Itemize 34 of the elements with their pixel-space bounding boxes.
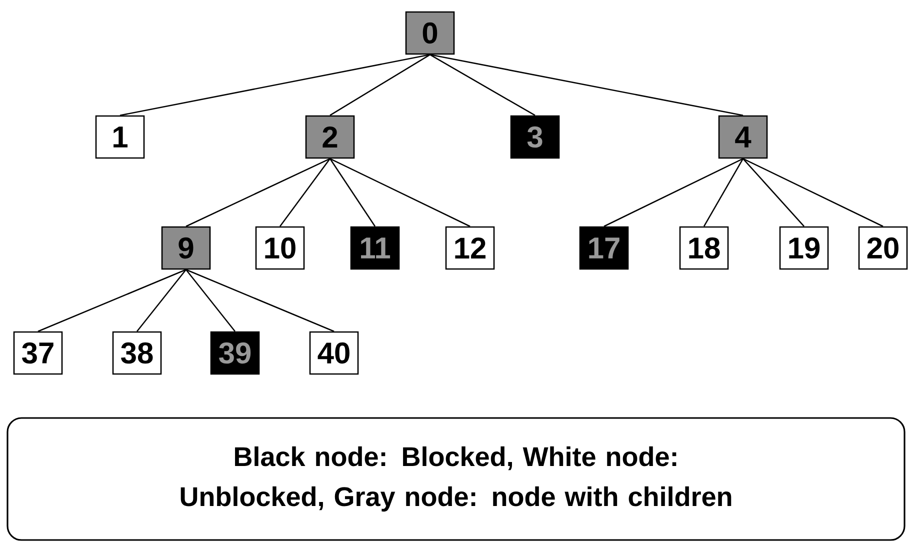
process-box: 19: [779, 226, 829, 270]
legend-box: Black node: Blocked, White node: Unblocked, Gray node: node with children: [6, 417, 906, 541]
process-box: 0: [405, 11, 455, 55]
process-box: 4: [718, 115, 768, 159]
connector-line: [330, 158, 470, 227]
process-box: 2: [305, 115, 355, 159]
process-box: 1: [95, 115, 145, 159]
connector-line: [279, 158, 331, 227]
connector-line: [329, 158, 376, 227]
connector-line: [430, 54, 744, 116]
connector-line: [604, 158, 744, 227]
process-box: 10: [255, 226, 305, 270]
connector-line: [330, 54, 430, 116]
connector-line: [742, 158, 884, 227]
connector-line: [703, 158, 744, 227]
connector-line: [430, 54, 536, 116]
connector-line: [186, 269, 236, 332]
process-box: 37: [13, 331, 63, 375]
process-box: 20: [858, 226, 908, 270]
blocked-box: 17: [579, 226, 629, 270]
connector-line: [136, 269, 187, 332]
connector-line: [186, 269, 334, 332]
process-box: 9: [161, 226, 211, 270]
blocked-box: 39: [210, 331, 260, 375]
connector-line: [120, 54, 430, 116]
connector-line: [38, 269, 186, 332]
blocked-box: 3: [510, 115, 560, 159]
process-box: 40: [309, 331, 359, 375]
connector-line: [186, 158, 330, 227]
connector-line: [742, 158, 804, 227]
process-box: 12: [445, 226, 495, 270]
blocked-box: 11: [350, 226, 400, 270]
process-box: 38: [112, 331, 162, 375]
process-box: 18: [679, 226, 729, 270]
